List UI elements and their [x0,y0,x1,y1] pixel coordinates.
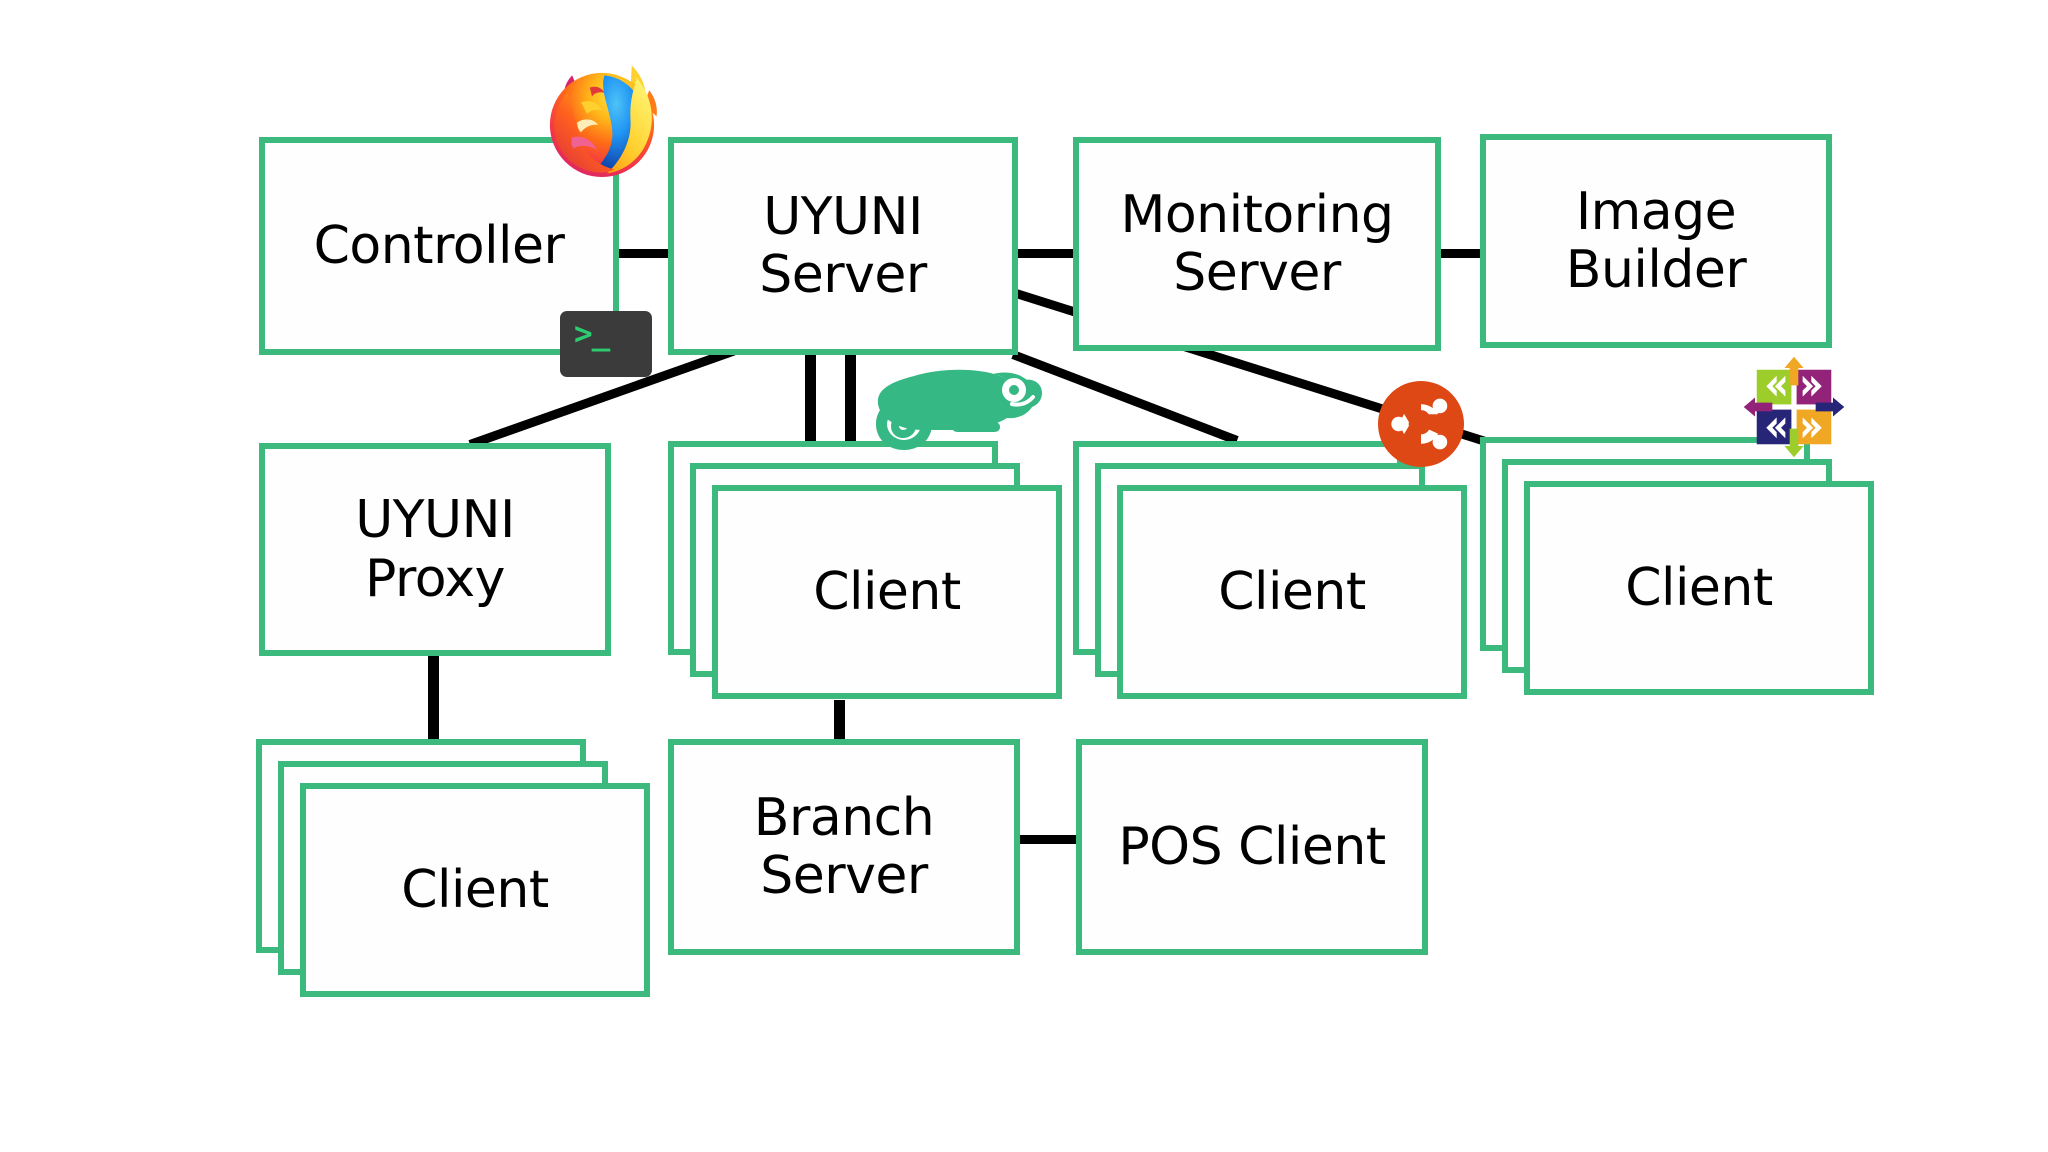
node-image-builder-label: Image Builder [1565,181,1747,300]
node-uyuni-proxy-label: UYUNI Proxy [355,490,515,609]
node-monitoring-server-label: Monitoring Server [1120,184,1394,303]
node-client-proxy-label: Client [401,860,549,920]
node-client-centos-label: Client [1625,558,1773,618]
node-monitoring-server[interactable]: Monitoring Server [1073,137,1441,351]
link-proxy-client [428,655,439,747]
node-branch-server-label: Branch Server [753,787,935,906]
link-client-branchserver [834,700,845,746]
node-pos-client[interactable]: POS Client [1076,739,1428,955]
node-controller[interactable]: Controller [259,137,619,355]
node-pos-client-label: POS Client [1118,816,1386,877]
link-uyuni-client-suse-a [805,352,816,444]
client-proxy-sheet-front[interactable]: Client [300,783,650,997]
centos-icon [1742,355,1846,459]
node-uyuni-server[interactable]: UYUNI Server [668,137,1018,355]
node-branch-server[interactable]: Branch Server [668,739,1020,955]
link-uyuni-client-suse-b [845,352,856,444]
firefox-icon [540,58,664,182]
node-client-ubuntu-label: Client [1218,562,1366,622]
link-uyuni-monitoring [1018,249,1080,258]
client-ubuntu-sheet-front[interactable]: Client [1117,485,1467,699]
node-controller-label: Controller [313,215,565,276]
node-uyuni-proxy[interactable]: UYUNI Proxy [259,443,611,656]
client-centos-sheet-front[interactable]: Client [1524,481,1874,695]
node-client-suse-label: Client [813,562,961,622]
link-uyuni-client-ubuntu [1011,350,1239,445]
node-client-suse-stack[interactable]: Client [668,441,1062,701]
link-branchserver-posclient [1020,835,1076,844]
node-client-centos-stack[interactable]: Client [1480,437,1874,697]
node-image-builder[interactable]: Image Builder [1480,134,1832,348]
node-client-proxy-stack[interactable]: Client [256,739,650,1004]
ubuntu-icon [1378,381,1464,467]
node-client-ubuntu-stack[interactable]: Client [1073,441,1467,701]
terminal-prompt-glyph: >_ [574,316,610,352]
link-monitoring-imagebuilder [1440,249,1502,258]
node-uyuni-server-label: UYUNI Server [759,186,927,305]
terminal-icon: >_ [560,311,652,377]
suse-chameleon-icon [862,366,1044,450]
client-suse-sheet-front[interactable]: Client [712,485,1062,699]
link-controller-uyuni-server [616,249,678,258]
